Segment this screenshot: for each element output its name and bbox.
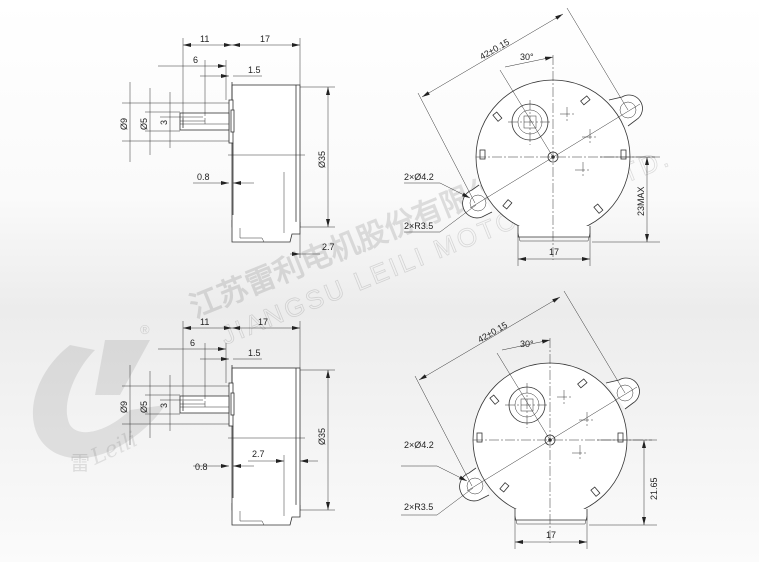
dim-dia5: Ø5	[139, 118, 149, 130]
dim-0-8: 0.8	[197, 172, 210, 182]
dim-1-5: 1.5	[248, 65, 261, 75]
dim-1-5: 1.5	[248, 348, 261, 358]
dim-3: 3	[159, 120, 169, 125]
dim-holes: 2×Ø4.2	[404, 440, 434, 450]
dim-dia35: Ø35	[317, 151, 327, 168]
dim-11: 11	[200, 317, 209, 327]
watermark-brand-cn: 雷	[70, 453, 90, 475]
dim-holes: 2×Ø4.2	[404, 172, 434, 182]
front-view-top: 42±0.15 30° 2×Ø4.2 2×R3.5 23MAX 17	[404, 8, 660, 266]
dim-3: 3	[159, 403, 169, 408]
dim-dia9: Ø9	[119, 118, 129, 130]
dim-height: 21.65	[649, 477, 659, 500]
dim-height: 23MAX	[636, 186, 646, 216]
dim-pitch: 42±0.15	[478, 37, 511, 62]
dim-17: 17	[258, 317, 268, 327]
side-view-top: 11 17 6 1.5 Ø9 Ø5 3 Ø35 0.8 2.7	[119, 34, 335, 258]
dim-angle: 30°	[520, 52, 534, 62]
dim-dia5: Ø5	[139, 401, 149, 413]
dim-angle: 30°	[520, 339, 534, 349]
dim-2-7: 2.7	[252, 449, 265, 459]
dim-17: 17	[260, 34, 270, 44]
dim-width: 17	[546, 530, 556, 540]
dim-dia35: Ø35	[317, 428, 327, 445]
dim-0-8: 0.8	[195, 462, 208, 472]
front-view-bottom: 42±0.15 30° 2×Ø4.2 2×R3.5 21.65 17	[401, 291, 659, 549]
dim-6: 6	[190, 338, 195, 348]
dim-pitch: 42±0.15	[476, 320, 509, 345]
dim-radius: 2×R3.5	[404, 221, 433, 231]
dim-radius: 2×R3.5	[404, 502, 433, 512]
dim-11: 11	[200, 34, 209, 44]
dim-2-7: 2.7	[322, 242, 335, 252]
dim-dia9: Ø9	[119, 401, 129, 413]
dim-width: 17	[549, 247, 559, 257]
registered-mark: ®	[140, 322, 150, 337]
leili-logo-icon	[32, 340, 166, 459]
side-view-bottom: 11 17 6 1.5 Ø9 Ø5 3 Ø35 0.8 2.7	[119, 317, 335, 525]
dim-6: 6	[193, 55, 198, 65]
